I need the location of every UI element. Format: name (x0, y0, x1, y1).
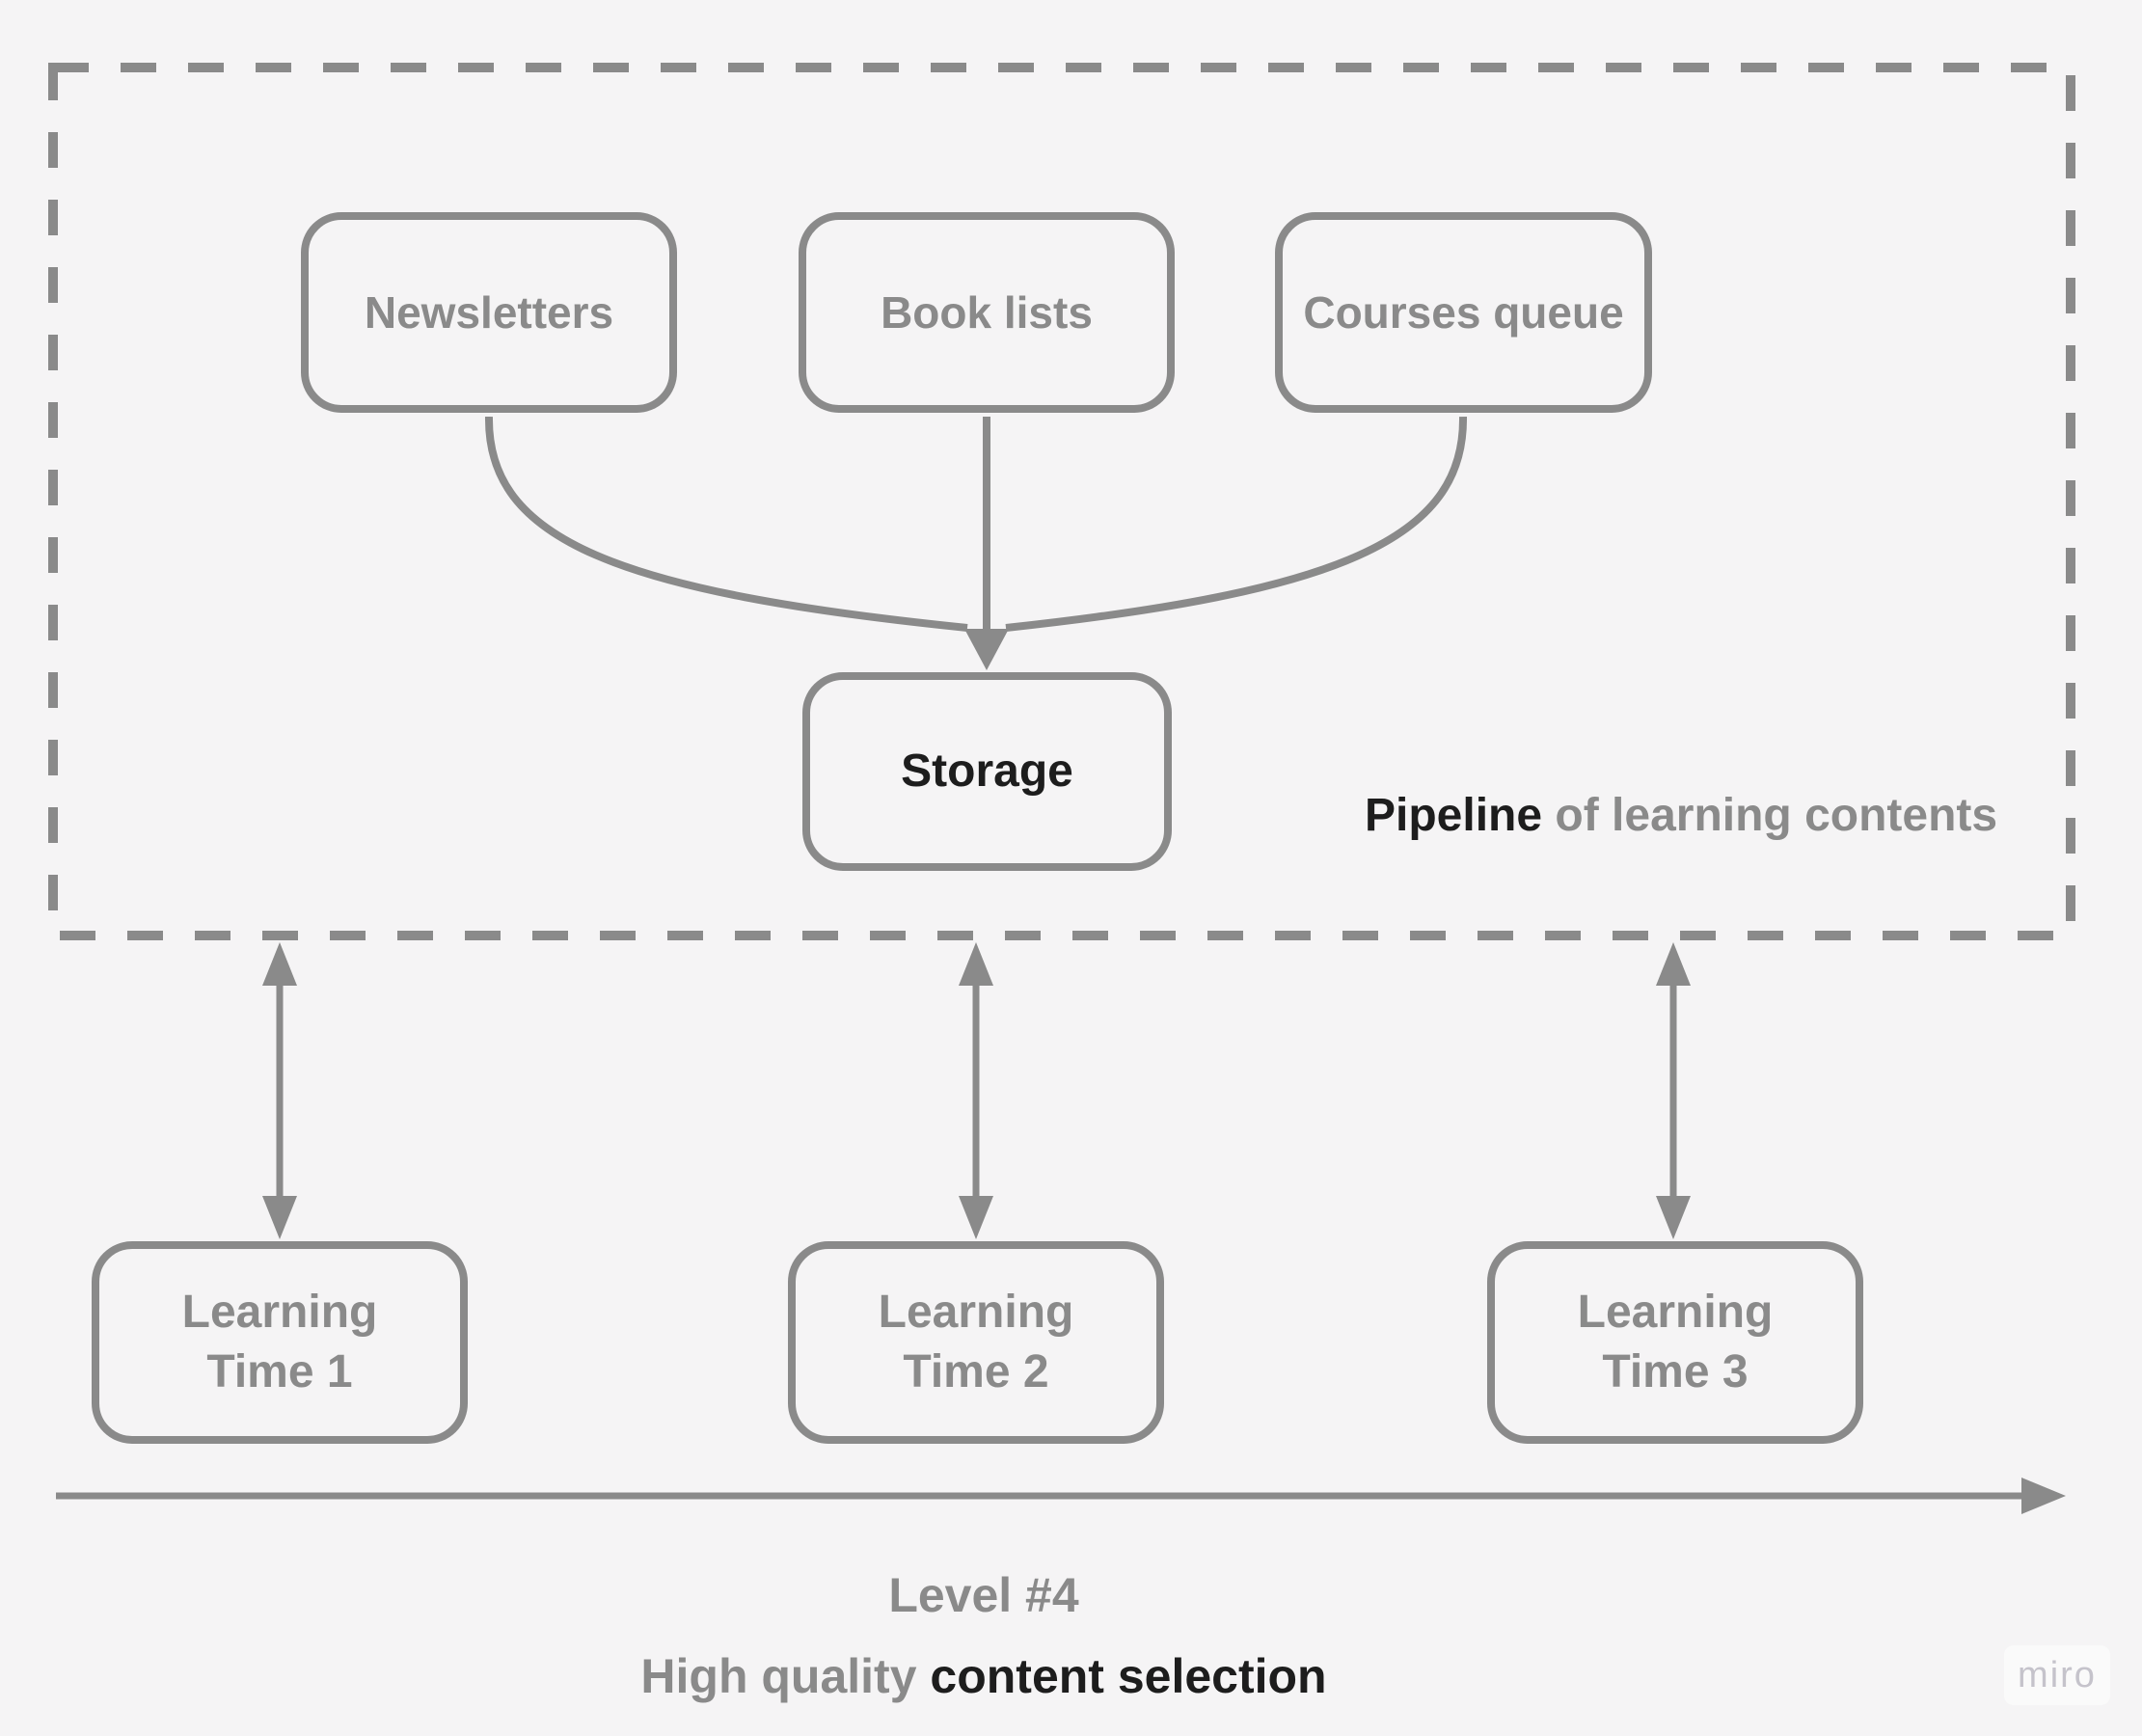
connector-courses-queue-to-storage (1005, 416, 1468, 632)
node-newsletters-label: Newsletters (364, 287, 614, 338)
lt3-line2: Time 3 (1602, 1346, 1749, 1397)
node-storage[interactable]: Storage (802, 672, 1172, 871)
node-courses-queue-label: Courses queue (1303, 287, 1624, 338)
pipeline-caption-rest: of learning contents (1542, 790, 1998, 841)
lt2-line1: Learning (878, 1287, 1074, 1338)
timeline-arrowhead-icon (2021, 1478, 2066, 1514)
node-storage-label: Storage (901, 746, 1073, 797)
level-caption-line1: Level #4 (888, 1568, 1079, 1622)
level-caption-line2-gray: High quality (640, 1649, 931, 1703)
node-learning-time-1-label: Learning Time 1 (182, 1283, 378, 1402)
node-book-lists-label: Book lists (881, 287, 1093, 338)
double-arrow-up-head-3 (1656, 942, 1691, 986)
level-caption-line2-dark: content selection (930, 1649, 1327, 1703)
level-caption-line2: High quality content selection (405, 1636, 1562, 1717)
miro-watermark: miro (2004, 1645, 2110, 1705)
node-learning-time-3[interactable]: Learning Time 3 (1487, 1241, 1863, 1444)
node-learning-time-1[interactable]: Learning Time 1 (92, 1241, 468, 1444)
level-caption[interactable]: Level #4 High quality content selection (405, 1555, 1562, 1717)
double-arrow-down-head-3 (1656, 1196, 1691, 1239)
double-arrow-up-head-1 (262, 942, 297, 986)
node-learning-time-2-label: Learning Time 2 (879, 1283, 1074, 1402)
lt2-line2: Time 2 (903, 1346, 1049, 1397)
node-book-lists[interactable]: Book lists (799, 212, 1175, 413)
node-learning-time-2[interactable]: Learning Time 2 (788, 1241, 1164, 1444)
lt3-line1: Learning (1577, 1287, 1774, 1338)
lt1-line2: Time 1 (206, 1346, 353, 1397)
connector-newsletters-to-storage (484, 416, 968, 632)
pipeline-caption-bold: Pipeline (1365, 790, 1543, 841)
double-arrow-down-head-2 (959, 1196, 993, 1239)
double-arrow-up-head-2 (959, 942, 993, 986)
node-newsletters[interactable]: Newsletters (301, 212, 677, 413)
pipeline-caption[interactable]: Pipeline of learning contents (1365, 789, 1997, 842)
node-courses-queue[interactable]: Courses queue (1275, 212, 1652, 413)
miro-watermark-text: miro (2018, 1654, 2097, 1695)
merge-arrowhead-icon (964, 629, 1009, 670)
node-learning-time-3-label: Learning Time 3 (1578, 1283, 1774, 1402)
pipeline-dashed-boundary[interactable] (48, 63, 2075, 940)
lt1-line1: Learning (181, 1287, 378, 1338)
double-arrow-down-head-1 (262, 1196, 297, 1239)
